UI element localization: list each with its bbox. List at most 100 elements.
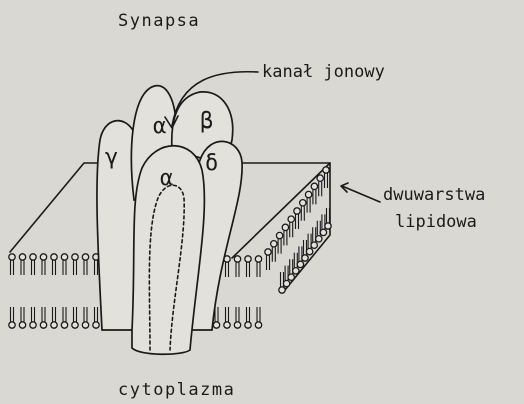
lipid-head [72,322,78,328]
lipid-head [293,268,299,274]
lipid-head [300,200,306,206]
lipid-head [305,191,311,197]
lipid-tail [11,307,14,322]
lipid-head [283,280,289,286]
lipid-tail [84,307,87,322]
lipid-tail [257,263,260,278]
lipid-head [224,322,230,328]
lipid-tail [42,261,45,276]
lipid-head [93,322,99,328]
lipid-tail [325,174,328,189]
lipid-tail [278,239,281,254]
lipid-head [302,255,308,261]
subunit-alpha-back: α [153,114,166,139]
lipid-head [276,232,282,238]
lipid-head [30,322,36,328]
subunit-gamma: γ [105,145,118,170]
lipid-head [234,322,240,328]
lipid-head [82,254,88,260]
lipid-tail [236,263,239,278]
lipid-tail [21,307,24,322]
lipid-head [317,175,323,181]
lipid-head [245,256,251,262]
lipid-head [61,322,67,328]
lipid-tail [296,215,299,230]
lipid-tail [74,261,77,276]
lipid-tail [63,307,66,322]
subunit-alpha-front: α [160,166,173,191]
lipid-tail [307,198,310,213]
lipid-head [30,254,36,260]
lipid-tail [247,307,250,322]
lipid-head [288,274,294,280]
lipid-head [19,254,25,260]
lipid-head [51,322,57,328]
lipid-tail [74,307,77,322]
lipid-tail [63,261,66,276]
lipid-head [40,322,46,328]
lipid-tail [226,307,229,322]
lipid-tail [95,261,98,276]
lipid-tail [215,307,218,322]
receptor [97,86,242,355]
lipid-head [213,322,219,328]
lipid-head [311,242,317,248]
lipid-head [279,287,285,293]
lipid-tail [226,263,229,278]
lipid-head [245,322,251,328]
lipid-tail [247,263,250,278]
bilayer-arrow [342,186,380,202]
lipid-head [306,248,312,254]
lipid-head [325,223,331,229]
lipid-head [288,216,294,222]
lipid-head [9,254,15,260]
lipid-tail [272,247,275,261]
lipid-head [82,322,88,328]
lipid-head [255,322,261,328]
lipid-head [320,229,326,235]
lipid-tail [284,231,287,246]
label-synapse: Synapsa [118,11,200,31]
subunit-delta: δ [205,151,218,176]
lipid-tail [32,261,35,276]
lipid-tail [236,307,239,322]
lipid-tail [290,223,293,238]
lipid-tail [21,261,24,276]
lipid-tail [84,261,87,276]
lipid-tail [42,307,45,322]
lipid-head [297,261,303,267]
lipid-tail [257,307,260,322]
lipid-tail [32,307,35,322]
lipid-head [51,254,57,260]
lipid-tail [319,182,322,197]
lipid-head [61,254,67,260]
lipid-head [19,322,25,328]
lipid-tail [327,208,330,223]
lipid-tail [95,307,98,322]
lipid-head [294,208,300,214]
lipid-head [271,241,277,247]
lipid-tail [53,307,56,322]
lipid-tail [53,261,56,276]
lipid-head [72,254,78,260]
lipid-head [265,249,271,255]
lipid-tail [267,256,270,271]
label-bilayer-1: dwuwarstwa [383,185,485,205]
lipid-head [255,256,261,262]
label-ion-channel: kanał jonowy [262,62,385,82]
lipid-head [282,224,288,230]
label-cytoplasm: cytoplazma [118,380,235,400]
lipid-tail [301,206,304,221]
label-bilayer-2: lipidowa [395,212,477,232]
lipid-head [9,322,15,328]
lipid-tail [11,261,14,276]
subunit-beta: β [200,109,213,134]
lipid-head [316,236,322,242]
lipid-tail [313,190,316,205]
lipid-head [234,256,240,262]
lipid-head [311,183,317,189]
lipid-head [323,167,329,173]
lipid-head [40,254,46,260]
